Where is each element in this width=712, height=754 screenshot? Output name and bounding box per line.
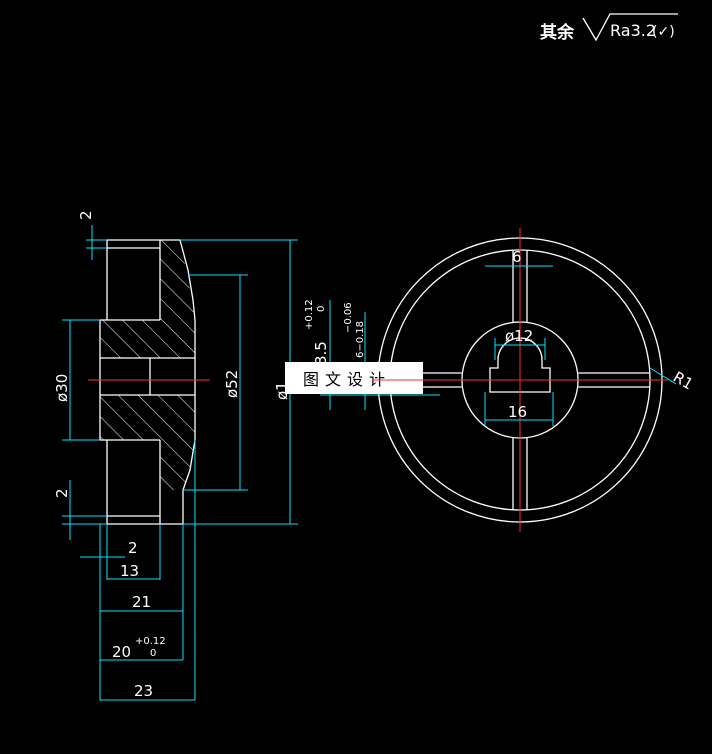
radius-label: R1 <box>670 368 696 394</box>
watermark-background <box>285 362 423 394</box>
len-23-label: 23 <box>134 682 153 700</box>
dia-30-label: ø30 <box>53 374 71 402</box>
watermark-text: 图文设计 <box>303 370 391 389</box>
section-view <box>88 239 210 525</box>
keyway-width-tol-upper: −0.06 <box>343 302 354 333</box>
len-20-label: 20 <box>112 643 131 661</box>
chamfer-top-label: 2 <box>77 210 95 220</box>
keyway-depth-tol-lower: 0 <box>316 306 327 312</box>
dia-52-label: ø52 <box>223 370 241 398</box>
bore-dia-label: ø12 <box>505 327 533 345</box>
radius-leader <box>649 367 677 385</box>
len-13-label: 13 <box>120 562 139 580</box>
len-20-tol-upper: +0.12 <box>135 636 166 647</box>
len-21-label: 21 <box>132 593 151 611</box>
key-width-label: 16 <box>508 403 527 421</box>
keyway-depth-tol-upper: +0.12 <box>304 299 315 330</box>
keyway-dimensions: 3.5 +0.12 0 −0.06 6−0.18 <box>304 299 440 410</box>
hatch-lower <box>100 395 195 490</box>
step-2-label: 2 <box>128 539 138 557</box>
roughness-suffix: (✓) <box>652 24 675 40</box>
spoke-width-label: 6 <box>512 248 522 266</box>
roughness-note: 其余 Ra3.2 (✓) <box>540 13 678 43</box>
chamfer-bottom-label: 2 <box>53 488 71 498</box>
left-dimensions: 2 ø30 2 ø52 ø1 2 13 21 20 <box>53 210 298 701</box>
keyway-depth-label: 3.5 <box>312 341 330 365</box>
front-dimensions: 6 ø12 16 R1 <box>484 248 696 426</box>
keyway-width-tol-lower: 6−0.18 <box>355 321 366 358</box>
len-20-tol-lower: 0 <box>150 648 156 659</box>
hatch-upper <box>100 240 195 358</box>
front-view <box>372 228 668 532</box>
roughness-value: Ra3.2 <box>610 21 656 40</box>
roughness-prefix: 其余 <box>540 22 575 43</box>
roughness-symbol-icon <box>582 13 678 42</box>
bore-keyway <box>489 337 551 393</box>
watermark: 图文设计 <box>285 362 423 394</box>
